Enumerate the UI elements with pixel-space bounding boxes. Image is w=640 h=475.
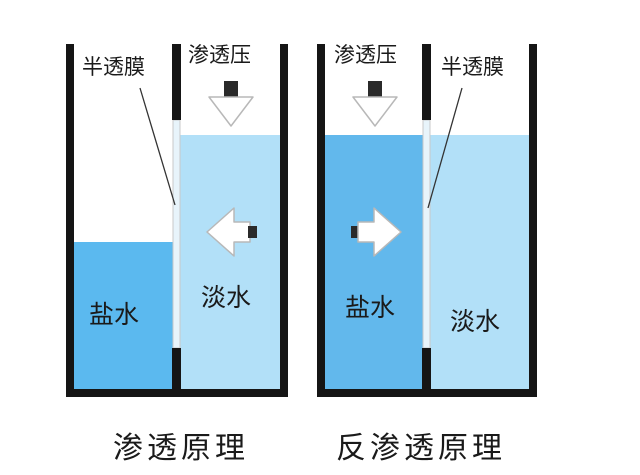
left-membrane-label: 半透膜 <box>82 55 145 79</box>
right-pressure-arrow-icon <box>352 81 398 127</box>
left-caption: 渗透原理 <box>113 431 249 466</box>
left-fresh-water-label: 淡水 <box>201 283 251 312</box>
left-membrane-pointer <box>139 87 176 206</box>
left-flow-arrow-icon <box>206 207 257 257</box>
left-pressure-arrow-icon <box>208 81 254 127</box>
right-flow-arrow-icon <box>351 207 402 257</box>
right-fresh-water-label: 淡水 <box>450 307 500 336</box>
left-salt-water-label: 盐水 <box>89 300 139 329</box>
reverse-osmosis-panel: 渗透压 半透膜 盐水 淡水 反渗透原理 <box>317 43 537 466</box>
right-membrane-pointer <box>427 87 463 209</box>
right-pressure-label: 渗透压 <box>334 43 397 67</box>
left-membrane <box>172 119 181 349</box>
left-pressure-label: 渗透压 <box>188 43 251 67</box>
right-membrane-label: 半透膜 <box>441 55 504 79</box>
osmosis-panel: 半透膜 渗透压 盐水 淡水 渗透原理 <box>66 43 288 466</box>
right-fresh-water <box>430 135 529 389</box>
left-fresh-water <box>180 135 280 389</box>
right-salt-water <box>325 135 423 389</box>
right-container <box>317 44 537 397</box>
left-container <box>66 44 288 397</box>
right-salt-water-label: 盐水 <box>345 293 395 322</box>
right-caption: 反渗透原理 <box>336 431 506 466</box>
right-membrane <box>422 119 431 349</box>
left-salt-water <box>74 242 173 389</box>
